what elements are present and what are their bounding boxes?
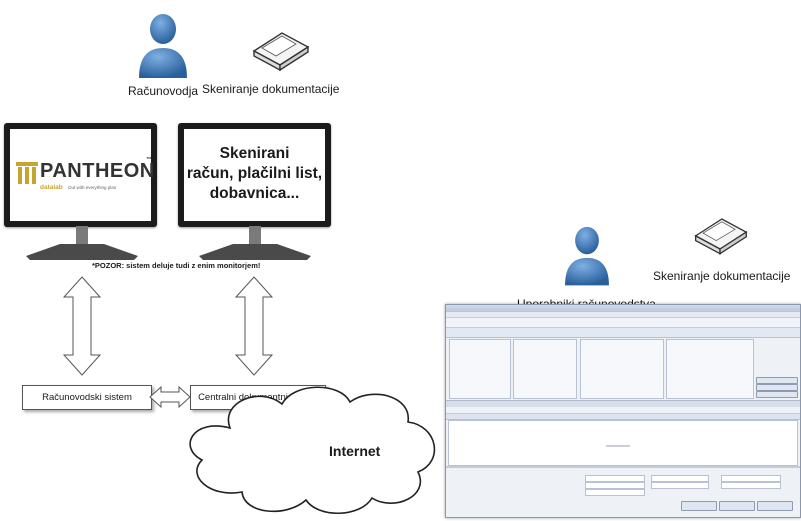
app-grid-body [448, 420, 798, 466]
left-monitor: PANTHEON ™ datalab Out with everything p… [4, 123, 157, 227]
scanner-icon [252, 32, 310, 71]
app-grid-toolbar [446, 407, 800, 414]
accounting-system-box: Računovodski sistem [22, 385, 152, 410]
app-panel-4 [666, 339, 754, 399]
scanned-doc-line-1: Skenirani [219, 145, 290, 162]
right-monitor: Skenirani račun, plačilni list, dobavnic… [178, 123, 331, 227]
scanned-doc-line-2: račun, plačilni list, [186, 165, 323, 182]
right-monitor-screen: Skenirani račun, plačilni list, dobavnic… [184, 129, 325, 221]
left-monitor-stand [26, 226, 138, 260]
app-totals-3 [585, 489, 645, 496]
app-side-button-3 [756, 391, 798, 398]
app-totals-6 [721, 475, 781, 482]
app-panel-1 [449, 339, 511, 399]
pantheon-trademark: ™ [146, 157, 152, 163]
app-totals-5 [651, 482, 709, 489]
pantheon-brand: PANTHEON [40, 160, 155, 182]
app-bottom-button-2 [719, 501, 755, 511]
pantheon-app-window-thumbnail [445, 304, 801, 518]
app-title-bar [446, 305, 800, 312]
app-side-button-2 [756, 384, 798, 391]
app-grid-header [446, 414, 800, 420]
app-menu-bar [446, 312, 800, 318]
internet-label: Internet [329, 443, 381, 459]
app-totals-1 [585, 475, 645, 482]
scanner-icon-right [694, 218, 748, 255]
monitor-note: *POZOR: sistem deluje tudi z enim monito… [92, 261, 261, 270]
app-navigation-bar [446, 328, 800, 338]
app-totals-4 [651, 475, 709, 482]
accounting-users-person-icon [565, 226, 609, 286]
arrow-left-vertical [62, 276, 102, 376]
pantheon-tagline: Out with everything plan [68, 185, 117, 190]
pantheon-logo-icon [16, 162, 38, 184]
scanner-label-top: Skeniranje dokumentacije [202, 82, 340, 96]
accountant-person-icon [139, 14, 187, 78]
app-grid-placeholder [606, 445, 630, 447]
internet-cloud-icon [189, 386, 436, 515]
arrow-right-vertical [234, 276, 274, 376]
app-panel-3 [580, 339, 664, 399]
app-panel-2 [513, 339, 577, 399]
left-monitor-screen: PANTHEON ™ datalab Out with everything p… [10, 129, 154, 221]
app-bottom-button-3 [757, 501, 793, 511]
scanned-doc-line-3: dobavnica... [209, 185, 300, 202]
app-toolbar [446, 318, 800, 328]
app-side-button-1 [756, 377, 798, 384]
app-bottom-button-1 [681, 501, 717, 511]
datalab-sub: datalab [40, 184, 63, 191]
accountant-label: Računovodja [128, 84, 199, 98]
scanner-label-right: Skeniranje dokumentacije [653, 269, 791, 283]
app-totals-2 [585, 482, 645, 489]
app-totals-7 [721, 482, 781, 489]
right-monitor-stand [199, 226, 311, 260]
app-separator [446, 466, 800, 468]
